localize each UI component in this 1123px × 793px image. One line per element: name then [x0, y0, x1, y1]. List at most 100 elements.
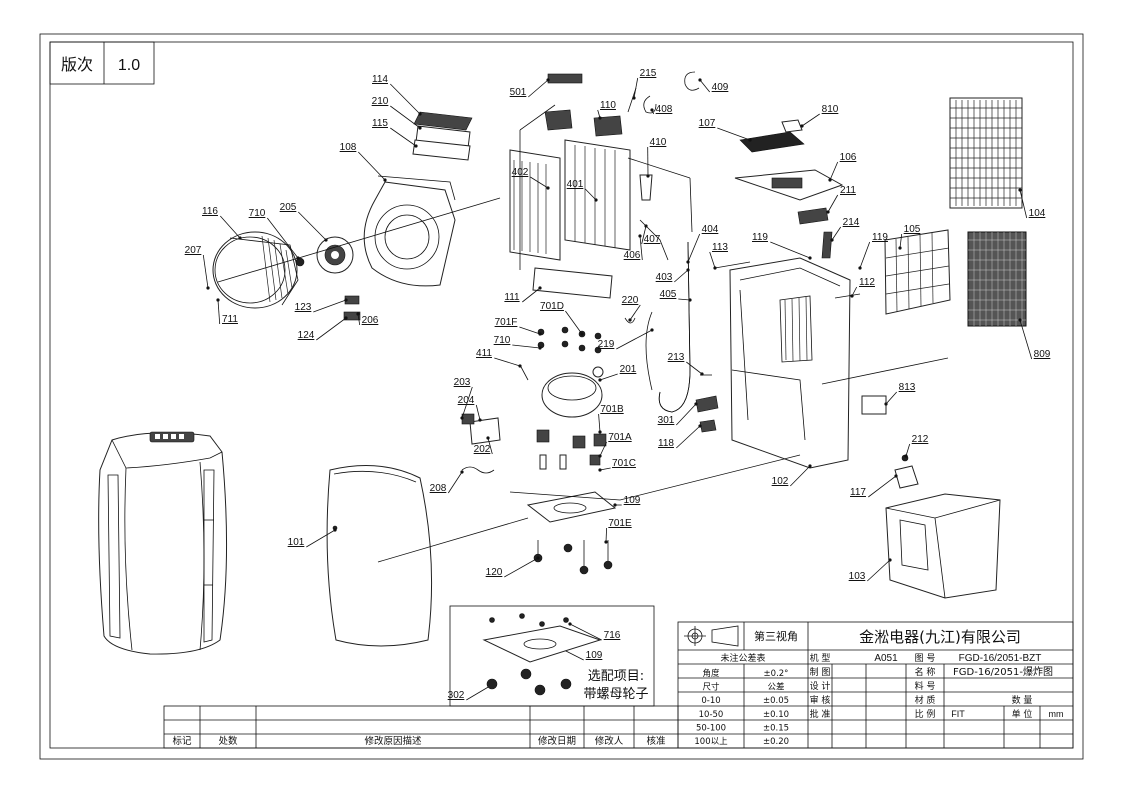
leader-402 [530, 176, 549, 189]
leader-220 [629, 304, 641, 321]
part-label-208: 208 [430, 483, 447, 494]
leader-204 [475, 404, 481, 421]
part-220 [624, 317, 636, 324]
leader-dot-213 [700, 372, 704, 376]
leader-103 [867, 559, 891, 582]
leader-810 [801, 113, 820, 127]
part-label-203: 203 [454, 377, 471, 388]
leader-dot-401 [594, 198, 598, 202]
leader-104 [1019, 189, 1028, 219]
part-411 [519, 364, 529, 381]
leader-dot-107 [748, 138, 752, 142]
rear-housing-102 [729, 257, 851, 469]
drawing-no-label: 图 号 [915, 653, 936, 664]
leader-dot-405 [688, 298, 692, 302]
drain-tube-403 [658, 241, 691, 413]
filter-mesh-809 [967, 231, 1027, 327]
tolerance-table: 角度±0.2°尺寸公差0-10±0.0510-50±0.1050-100±0.1… [694, 668, 789, 747]
version-label: 版次 [61, 55, 93, 74]
part-label-701F: 701F [495, 317, 518, 328]
review-label: 审 核 [810, 694, 831, 706]
part-label-701B: 701B [600, 404, 624, 415]
leader-dot-701C [598, 468, 602, 472]
optional-items-inset: 选配项目: 带螺母轮子 [449, 605, 655, 707]
part-label-219: 219 [598, 339, 615, 350]
coil-402 [509, 149, 561, 261]
part-501 [547, 73, 583, 84]
part-label-214: 214 [843, 217, 860, 228]
leader-dot-408 [650, 108, 654, 112]
leader-206 [357, 313, 361, 326]
approve-label: 批 准 [810, 708, 831, 720]
bracket-114-210-115 [412, 111, 473, 161]
leader-dot-201 [598, 378, 602, 382]
qty-label: 数 量 [1012, 694, 1033, 706]
tol-key-0: 角度 [702, 668, 720, 679]
part-124 [343, 311, 361, 321]
tol-value-3: ±0.10 [763, 710, 789, 720]
leader-213 [686, 361, 703, 375]
leader-dot-114 [418, 112, 422, 116]
inset-note-2: 带螺母轮子 [583, 687, 648, 702]
third-angle-projection-symbol [684, 625, 739, 647]
leader-403 [674, 269, 689, 283]
leader-716 [569, 623, 602, 641]
leader-124 [316, 317, 347, 341]
filter-107 [739, 131, 805, 153]
part-label-111: 111 [504, 292, 520, 303]
part-label-404: 404 [702, 224, 719, 235]
part-label-119: 119 [752, 232, 768, 243]
leader-dot-809 [1018, 318, 1022, 322]
rev-date: 修改日期 [538, 735, 576, 747]
leader-dot-123 [344, 298, 348, 302]
part-label-123: 123 [295, 302, 312, 313]
part-label-405: 405 [660, 289, 677, 300]
leader-dot-220 [628, 318, 632, 322]
leader-dot-102 [808, 464, 812, 468]
cap-tube-408 [643, 95, 657, 114]
leader-dot-206 [356, 312, 360, 316]
tol-key-5: 100以上 [694, 737, 728, 747]
grille-104 [949, 97, 1023, 209]
leader-101 [306, 529, 336, 548]
leader-212 [905, 443, 911, 457]
leader-215 [633, 77, 639, 99]
part-label-409: 409 [712, 82, 729, 93]
leader-211 [827, 194, 839, 213]
leader-115 [390, 127, 417, 147]
leader-dot-215 [632, 96, 636, 100]
leader-dot-214 [830, 238, 834, 242]
leader-210 [390, 105, 421, 129]
leader-dot-115 [414, 144, 418, 148]
leader-dot-701B [598, 430, 602, 434]
leader-701C [599, 467, 611, 471]
part-label-701A: 701A [608, 432, 632, 443]
version-box: 版次 1.0 [49, 41, 155, 85]
drawing-no-value: FGD-16/2051-BZT [959, 653, 1042, 664]
part-label-213: 213 [668, 352, 685, 363]
part-label-810: 810 [822, 104, 839, 115]
part-label-114: 114 [372, 74, 388, 85]
part-label-104: 104 [1029, 208, 1046, 219]
leader-411 [494, 357, 521, 367]
scale-value: FIT [951, 709, 965, 719]
leader-dot-118 [698, 424, 702, 428]
cap-tube-409 [684, 71, 700, 91]
part-label-809: 809 [1034, 349, 1051, 360]
capacitor-202 [461, 413, 501, 445]
part-118 [699, 419, 717, 433]
leader-302 [466, 685, 491, 701]
grommets-701 [536, 326, 607, 470]
unit-label: 单 位 [1012, 708, 1033, 720]
part-110b [593, 115, 623, 137]
leader-dot-710 [296, 256, 300, 260]
leader-105 [899, 233, 903, 249]
part-label-109b: 109 [586, 650, 603, 661]
leader-202 [487, 437, 493, 455]
unit-value: mm [1049, 709, 1064, 719]
leader-dot-210 [418, 126, 422, 130]
leader-dot-701A [598, 454, 602, 458]
leader-dot-407 [644, 224, 648, 228]
leader-409 [699, 79, 711, 93]
